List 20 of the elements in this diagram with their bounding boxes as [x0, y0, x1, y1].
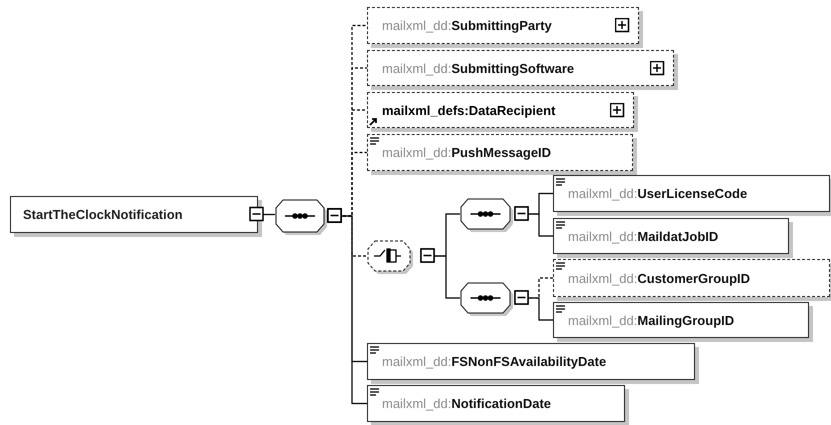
element-name: mailxml_dd:MailingGroupID	[568, 312, 734, 328]
element-name: mailxml_dd:CustomerGroupID	[568, 270, 750, 286]
element-name: mailxml_dd:NotificationDate	[382, 396, 552, 411]
element-name: mailxml_dd:SubmittingSoftware	[382, 60, 574, 76]
element-name: StartTheClockNotification	[23, 207, 183, 222]
element-name: mailxml_dd:MaildatJobID	[568, 228, 718, 244]
connector-line	[514, 290, 553, 321]
sequence-compositor	[460, 282, 515, 318]
sequence-compositor	[460, 198, 515, 234]
connector-line	[514, 206, 553, 237]
connector-line	[420, 248, 460, 299]
element-name: mailxml_defs:DataRecipient	[382, 102, 556, 118]
connector-line	[327, 208, 367, 404]
connector-line	[249, 206, 275, 222]
element-name: mailxml_dd:SubmittingParty	[382, 18, 552, 33]
element-name: mailxml_dd:FSNonFSAvailabilityDate	[382, 354, 606, 369]
element-name: mailxml_dd:PushMessageID	[382, 145, 552, 160]
choice-compositor	[367, 240, 415, 276]
element-name: mailxml_dd:UserLicenseCode	[568, 186, 748, 201]
sequence-compositor	[275, 199, 329, 237]
